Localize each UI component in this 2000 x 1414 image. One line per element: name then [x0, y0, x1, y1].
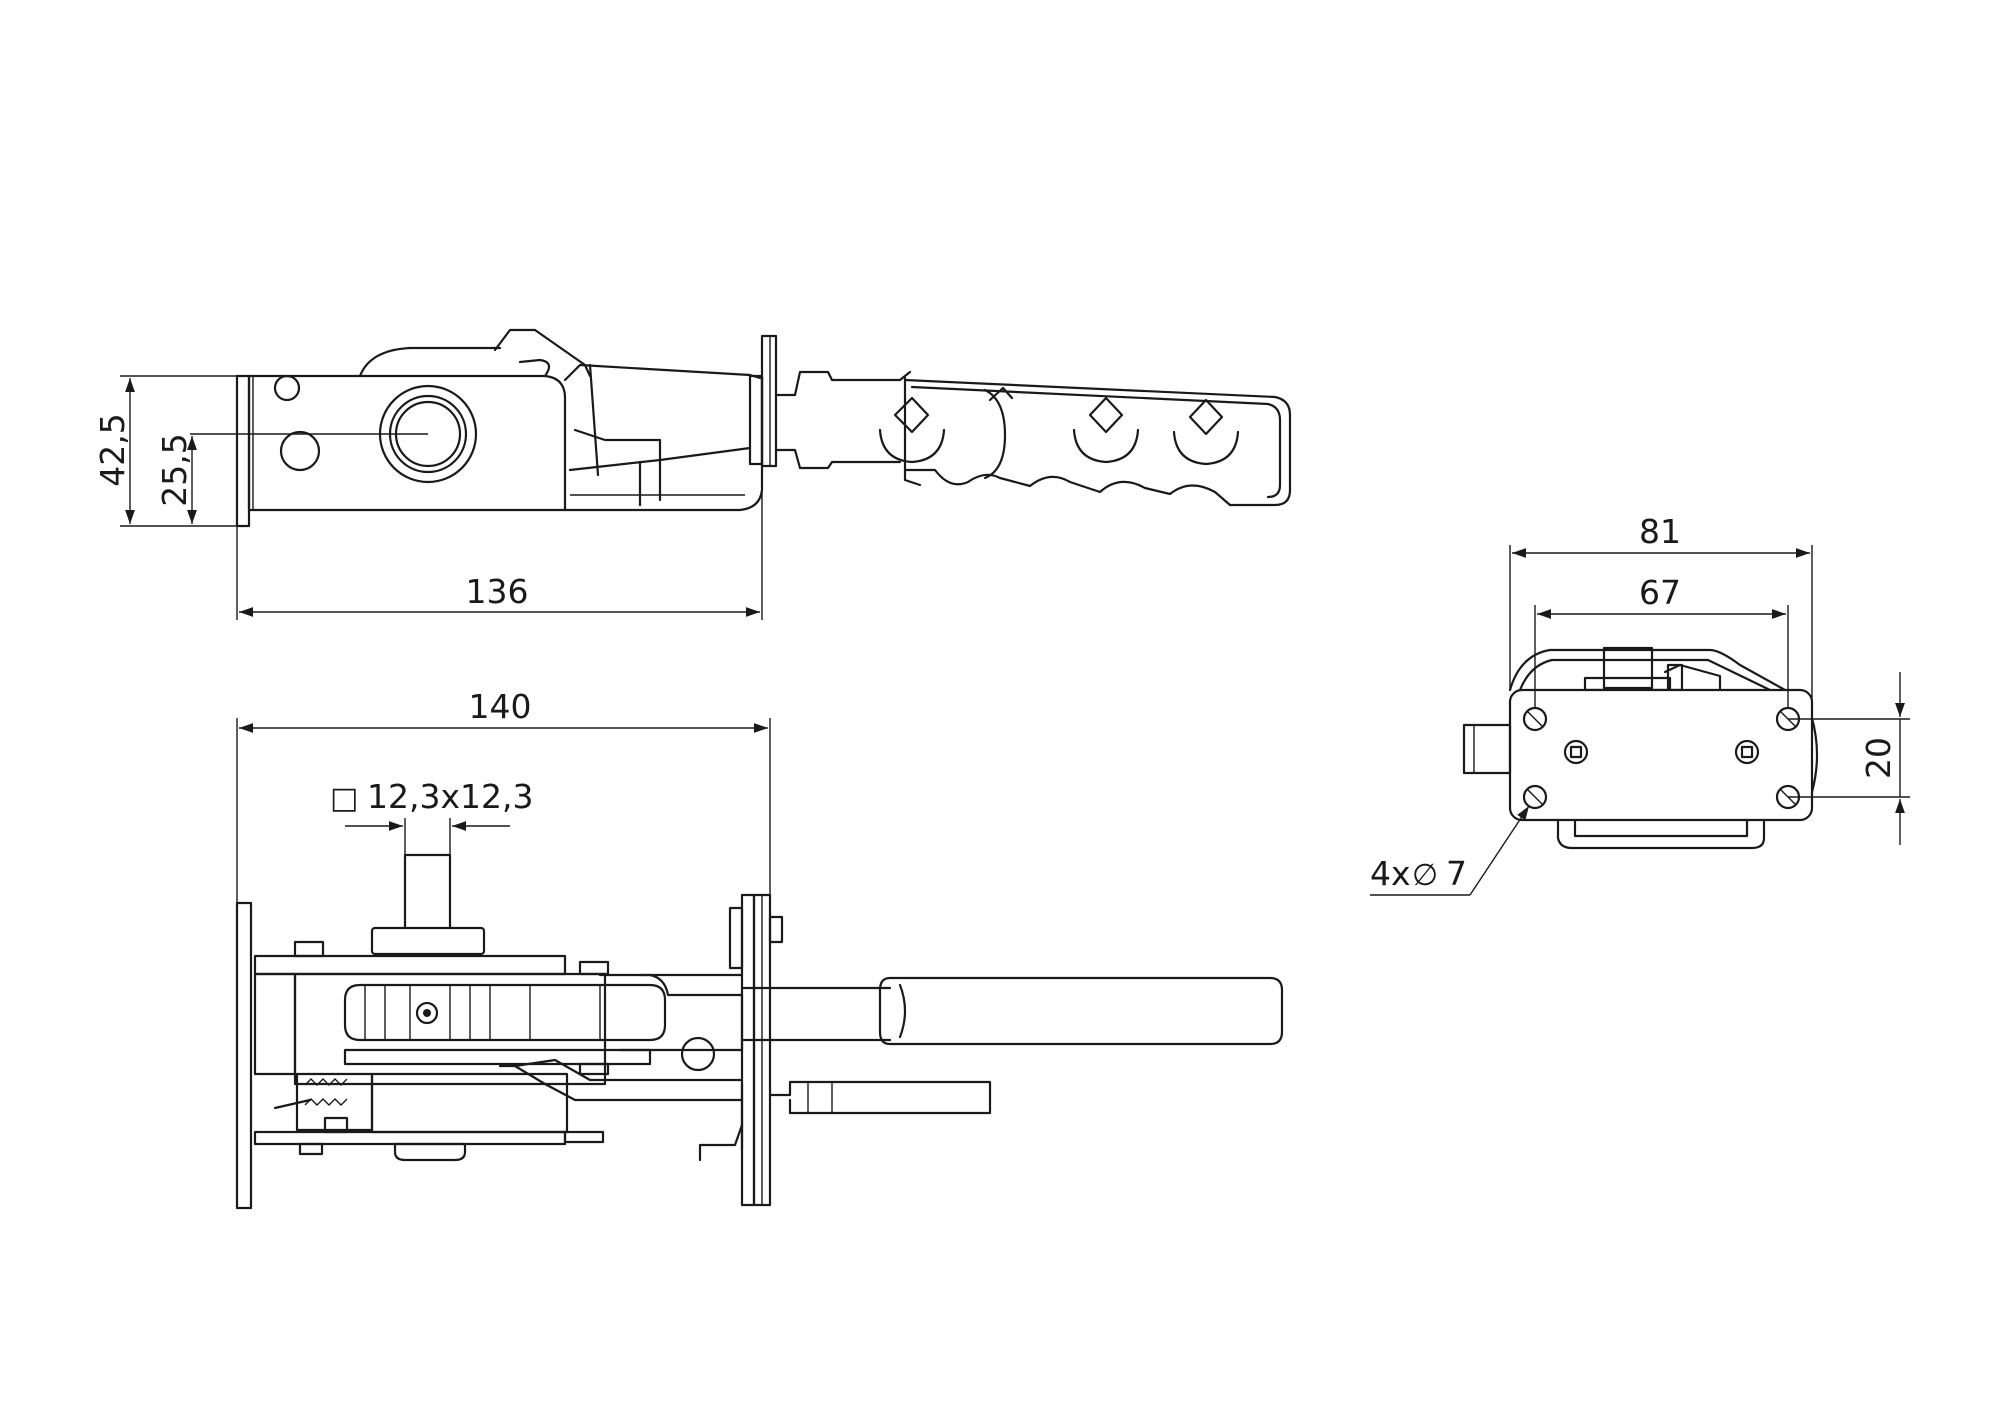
dimension-136: 136	[236, 466, 763, 620]
top-view	[235, 853, 1284, 1210]
diameter-symbol: ∅	[1412, 858, 1438, 893]
dim-text-136: 136	[466, 572, 529, 611]
dimension-81: 81	[1509, 512, 1813, 718]
dimension-140: 140	[236, 687, 771, 903]
square-symbol: □	[330, 781, 358, 816]
dim-text-shaft-square: 12,3x12,3	[367, 777, 533, 816]
dim-text-42-5: 42,5	[93, 413, 132, 486]
side-view	[235, 328, 1292, 528]
dim-text-holes-count: 4x	[1370, 854, 1411, 893]
dim-text-140: 140	[469, 687, 532, 726]
front-view	[1462, 646, 1819, 850]
dimension-25-5: 25,5	[155, 433, 428, 524]
dimension-shaft-square: □ 12,3x12,3	[330, 777, 533, 855]
dimension-holes: 4x ∅ 7	[1370, 805, 1530, 896]
dimension-20: 20	[1788, 672, 1910, 845]
dimension-42-5: 42,5	[93, 375, 237, 527]
dim-text-81: 81	[1639, 512, 1681, 551]
dim-text-25-5: 25,5	[155, 433, 194, 506]
dim-text-67: 67	[1639, 573, 1681, 612]
dim-text-20: 20	[1859, 737, 1898, 779]
dimension-67: 67	[1534, 573, 1789, 708]
dim-text-hole-diameter: 7	[1446, 854, 1467, 893]
